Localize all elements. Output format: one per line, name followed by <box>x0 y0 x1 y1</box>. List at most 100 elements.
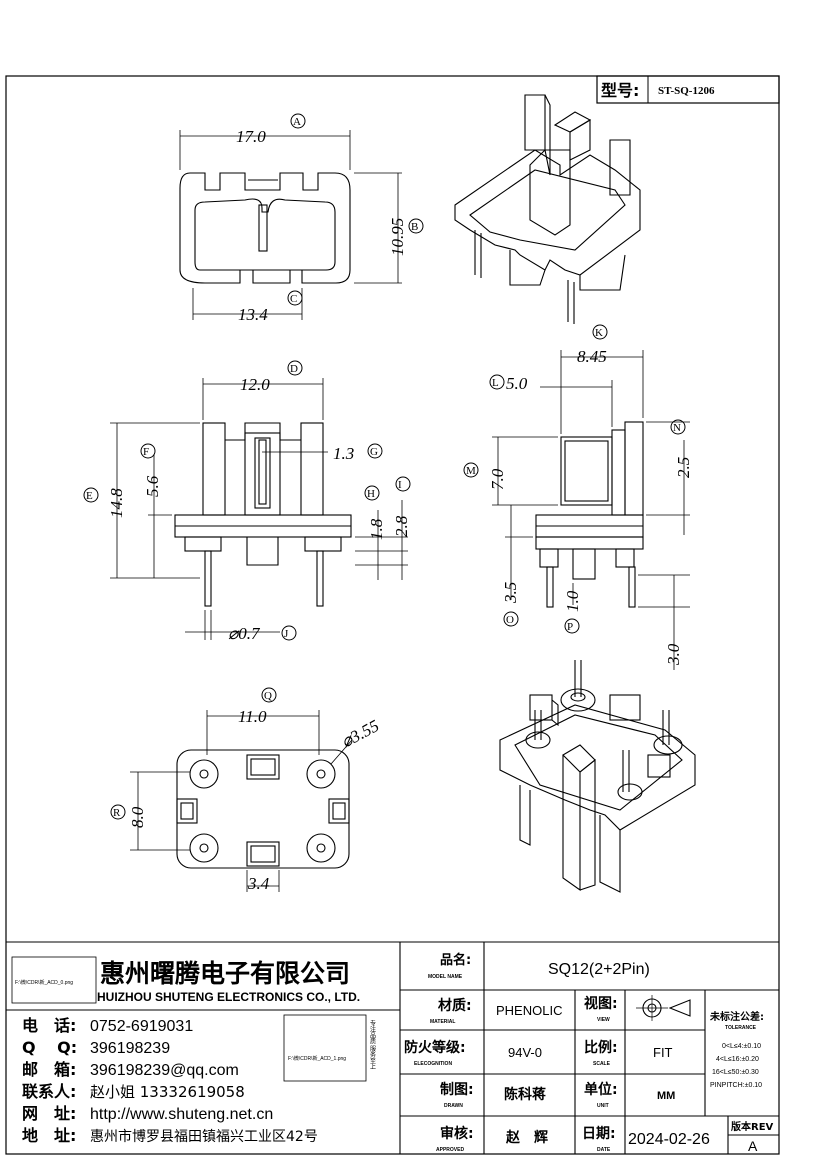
tag-j: J <box>284 628 289 640</box>
company-name-en: HUIZHOU SHUTENG ELECTRONICS CO., LTD. <box>97 990 360 1004</box>
tag-l: L <box>492 377 499 389</box>
tag-m: M <box>466 465 476 477</box>
model-label: 型号: <box>601 81 639 100</box>
tag-h: H <box>367 488 375 500</box>
dim-flange-total: 2.8 <box>392 515 411 537</box>
view-sub: VIEW <box>597 1017 610 1023</box>
tag-i: I <box>398 479 402 491</box>
dim-pin-dia: ⌀0.7 <box>228 624 261 643</box>
dim-front-width: 12.0 <box>240 375 270 394</box>
material: PHENOLIC <box>496 1003 562 1018</box>
dim-front-height: 14.8 <box>107 488 126 518</box>
product-name-label: 品名: <box>440 952 471 968</box>
scale: FIT <box>653 1045 673 1060</box>
drawn-label: 制图: <box>440 1081 474 1098</box>
dim-side-pin-len: 3.0 <box>664 643 683 666</box>
dim-bottom-slot: 3.4 <box>247 874 270 893</box>
contact-email: 396198239@qq.com <box>90 1062 239 1079</box>
bottom-view <box>130 710 353 892</box>
dim-front-upper: 5.6 <box>143 475 162 497</box>
tag-g: G <box>370 446 378 458</box>
model-value: ST-SQ-1206 <box>658 85 715 97</box>
material-sub: MATERIAL <box>430 1019 455 1025</box>
tag-k: K <box>595 327 603 339</box>
dim-slot-width: 1.3 <box>333 444 354 463</box>
dim-top-width: 17.0 <box>236 127 266 146</box>
stamp-vertical-text: 专注品质 服务至上 <box>369 1019 376 1070</box>
contact-address: 惠州市博罗县福田镇福兴工业区42号 <box>90 1128 318 1145</box>
approved-by: 赵 辉 <box>505 1129 548 1146</box>
model-box <box>596 75 780 104</box>
flame-rating: 94V-0 <box>508 1045 542 1060</box>
tag-d: D <box>290 363 298 375</box>
contact-web-label: 网 址: <box>22 1104 76 1123</box>
dim-side-inner: 5.0 <box>506 374 528 393</box>
side-view <box>492 350 690 670</box>
tolerance-label: 未标注公差: <box>709 1010 764 1023</box>
contact-phone-label: 电 话: <box>22 1016 76 1035</box>
drawn-sub: DRAWN <box>444 1103 463 1109</box>
contact-person-label: 联系人: <box>22 1082 76 1101</box>
stamp-image-name: F:\微\CDR\新_ACD_1.png <box>288 1055 346 1062</box>
dim-bottom-height: 8.0 <box>128 806 147 828</box>
product-name: SQ12(2+2Pin) <box>548 961 650 978</box>
tolerance-1: 0<L≤4:±0.10 <box>722 1043 761 1050</box>
iso-view-top <box>454 94 641 324</box>
unit-label: 单位: <box>584 1081 618 1098</box>
contact-email-label: 邮 箱: <box>22 1060 76 1079</box>
tag-c: C <box>290 293 297 305</box>
dim-side-top: 2.5 <box>674 457 693 478</box>
tolerance-2: 4<L≤16:±0.20 <box>716 1056 759 1063</box>
company-name-cn: 惠州曙腾电子有限公司 <box>100 959 350 988</box>
tag-b: B <box>411 221 418 233</box>
dim-side-pin: 1.0 <box>563 590 582 612</box>
dim-side-width: 8.45 <box>577 347 607 366</box>
scale-label: 比例: <box>584 1039 618 1056</box>
dim-bottom-width: 11.0 <box>238 707 267 726</box>
contact-address-label: 地 址: <box>22 1126 76 1145</box>
dim-flange-h: 1.8 <box>367 518 386 540</box>
tag-e: E <box>86 490 93 502</box>
dim-side-height: 7.0 <box>488 468 507 490</box>
product-name-sub: MODEL NAME <box>428 974 463 980</box>
tag-q: Q <box>264 690 272 702</box>
logo-image-name: F:\微\CDR\新_ACD_0.png <box>15 979 73 986</box>
tolerance-4: PINPITCH:±0.10 <box>710 1082 762 1089</box>
tag-a: A <box>293 116 301 128</box>
flame-sub: ELECOGNITION <box>414 1061 452 1067</box>
dim-bottom-hole: ⌀3.55 <box>338 716 382 752</box>
contact-web: http://www.shuteng.net.cn <box>90 1106 273 1123</box>
top-view <box>179 130 402 320</box>
flame-label: 防火等级: <box>404 1039 466 1056</box>
contact-phone: 0752-6919031 <box>90 1018 193 1035</box>
tag-o: O <box>506 614 514 626</box>
view-label: 视图: <box>584 995 618 1012</box>
dim-side-base: 3.5 <box>501 582 520 604</box>
title-block <box>6 941 779 1154</box>
tag-f: F <box>143 446 149 458</box>
contact-qq: 396198239 <box>90 1040 170 1057</box>
contact-qq-label: Q Q: <box>22 1038 77 1057</box>
contact-person: 赵小姐 13332619058 <box>90 1083 245 1101</box>
unit-sub: UNIT <box>597 1103 609 1109</box>
tag-r: R <box>113 807 121 819</box>
scale-sub: SCALE <box>593 1061 611 1067</box>
tag-p: P <box>567 621 573 633</box>
date-sub: DATE <box>597 1147 611 1153</box>
dim-top-height: 10.95 <box>388 218 407 256</box>
dim-top-inner: 13.4 <box>238 305 268 324</box>
date: 2024-02-26 <box>628 1131 710 1148</box>
unit: MM <box>657 1090 675 1102</box>
sheet-border <box>5 75 780 1155</box>
iso-view-bottom <box>499 660 696 893</box>
rev: A <box>748 1138 758 1154</box>
approved-sub: APPROVED <box>436 1147 464 1153</box>
tolerance-sub: TOLERANCE <box>725 1025 757 1031</box>
date-label: 日期: <box>582 1126 616 1142</box>
tag-n: N <box>673 422 681 434</box>
rev-label: 版本REV <box>731 1120 774 1133</box>
front-view <box>110 378 408 640</box>
material-label: 材质: <box>438 997 472 1014</box>
drawn-by: 陈科蒋 <box>504 1086 546 1103</box>
